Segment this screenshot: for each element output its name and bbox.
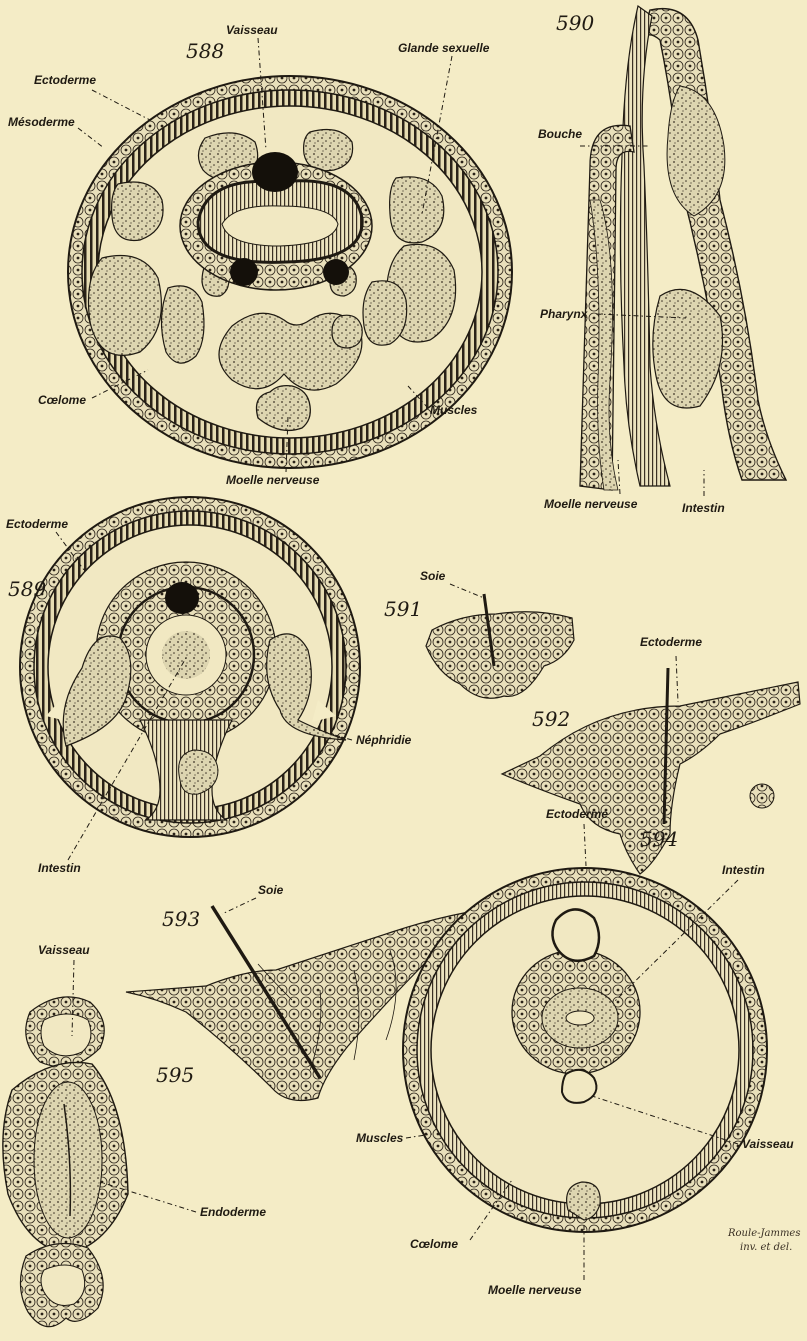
label-coelome: Cœlome	[410, 1237, 458, 1251]
figure-591: 591 Soie	[384, 569, 574, 698]
figure-588: 588 Vaisseau Ectoderme Mésoderme Glande …	[8, 23, 512, 487]
figure-number: 594	[640, 827, 678, 851]
label-endoderme: Endoderme	[200, 1205, 266, 1219]
figure-number: 592	[532, 707, 570, 731]
label-glande-sexuelle: Glande sexuelle	[398, 41, 490, 55]
label-moelle-nerveuse: Moelle nerveuse	[488, 1283, 582, 1297]
label-pharynx: Pharynx	[540, 307, 589, 321]
figure-590: 590 Bouche Pharynx Moelle nerveuse Intes…	[538, 6, 786, 515]
figure-number: 588	[186, 39, 224, 63]
label-intestin: Intestin	[682, 501, 725, 515]
figure-number: 590	[556, 11, 594, 35]
label-soie: Soie	[420, 569, 446, 583]
label-ectoderme: Ectoderme	[34, 73, 96, 87]
label-ectoderme: Ectoderme	[6, 517, 68, 531]
label-moelle-nerveuse: Moelle nerveuse	[226, 473, 320, 487]
label-nephridie: Néphridie	[356, 733, 412, 747]
label-bouche: Bouche	[538, 127, 582, 141]
signature-line-1: Roule-Jammes	[727, 1228, 800, 1239]
figure-594: 594 Ectoderme Intestin Muscles Vaisseau …	[356, 807, 800, 1297]
figure-number: 591	[384, 597, 422, 621]
label-ectoderme: Ectoderme	[546, 807, 608, 821]
label-coelome: Cœlome	[38, 393, 86, 407]
figure-number: 593	[162, 907, 200, 931]
label-intestin: Intestin	[722, 863, 765, 877]
label-soie: Soie	[258, 883, 284, 897]
label-vaisseau: Vaisseau	[226, 23, 278, 37]
label-ectoderme: Ectoderme	[640, 635, 702, 649]
label-vaisseau: Vaisseau	[38, 943, 90, 957]
label-vaisseau: Vaisseau	[742, 1137, 794, 1151]
label-mesoderme: Mésoderme	[8, 115, 75, 129]
label-muscles: Muscles	[430, 403, 478, 417]
figure-589: 589 Ectoderme Intestin Néphridie	[6, 497, 412, 875]
label-muscles: Muscles	[356, 1131, 404, 1145]
label-intestin: Intestin	[38, 861, 81, 875]
figure-number: 589	[8, 577, 46, 601]
label-moelle-nerveuse: Moelle nerveuse	[544, 497, 638, 511]
figure-number: 595	[156, 1063, 194, 1087]
signature-line-2: inv. et del.	[740, 1242, 792, 1253]
